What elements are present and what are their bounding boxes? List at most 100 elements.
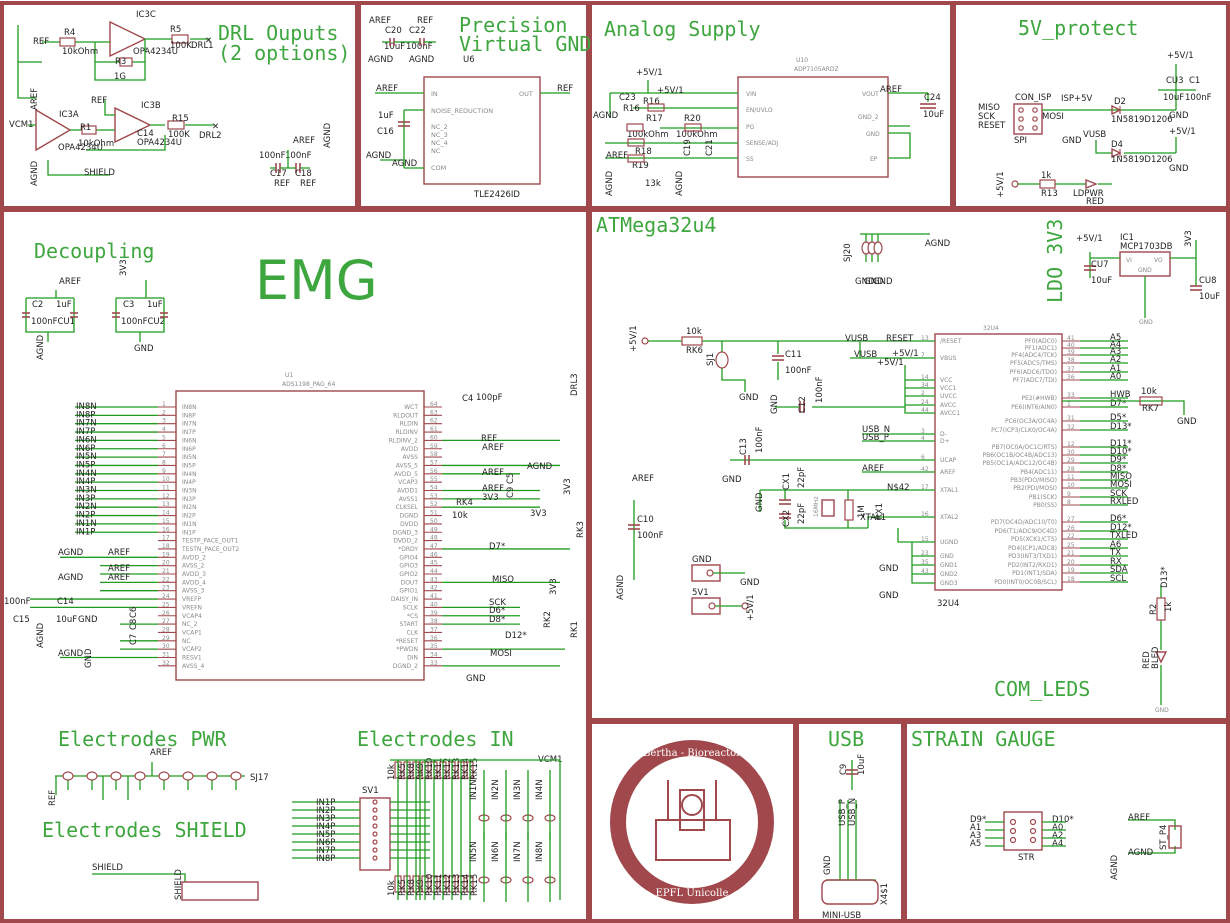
svg-text:AREF: AREF [369,16,391,26]
svg-text:PG: PG [746,124,755,131]
mcu-pin-number: 37 [1067,366,1075,373]
ads-pins: IN8N1IN8P2IN7N3IN7P4IN6N5IN6P6IN5N7IN5P8… [30,401,570,670]
svg-text:RESET: RESET [886,334,914,344]
svg-text:GND: GND [855,277,875,287]
sv1-pin [372,831,378,837]
mcu-net-label: A3 [1110,347,1121,357]
svg-text:D9*: D9* [970,815,986,825]
elec-rk-value: 10k [387,880,397,896]
mcu-pin-label: UVCC [940,393,957,400]
ads-pin-label: AVSS [403,454,419,461]
svg-text:RESET: RESET [978,121,1006,131]
mcu-net-label: TX [1109,548,1121,558]
svg-text:IC3C: IC3C [136,10,156,20]
ads-pin-label: NC_2 [182,621,198,628]
svg-text:RK3: RK3 [576,521,586,538]
elec-rk-label: RK14 [461,874,471,896]
mcu-pin-label: PB7(OC0A/OC1C/RTS) [992,444,1057,451]
svg-text:AREF: AREF [880,85,902,95]
mcu-pin-number: 12 [1067,441,1075,448]
mcu-pin-number: 16 [921,511,929,518]
svg-text:RK6: RK6 [686,346,703,356]
ads-pin-label: AVSS_4 [182,663,204,670]
ads-pin-label: AVDD_2 [182,554,206,561]
mcu-pin-label: PD2(INT2/RXD1) [1008,562,1057,569]
ads-pin-number: 19 [162,551,170,558]
mcu-pin-number: 26 [1067,525,1075,532]
svg-text:SENSE/ADJ: SENSE/ADJ [746,140,778,147]
svg-text:NC_2: NC_2 [431,123,448,131]
svg-text:AREF: AREF [30,88,40,110]
mcu-pin-number: 27 [1067,516,1075,523]
mcu-pin-number: 10 [1067,482,1075,489]
svg-text:R18: R18 [635,147,652,157]
mcu-net-label: A4 [1110,340,1121,350]
elec-rk-value: 10k [387,764,397,780]
ads-net-label: IN8N [76,402,97,412]
mcu-net-label: SCK [1110,489,1127,499]
mcu-pin-number: 39 [1067,349,1075,356]
elec-n-label: IN1N [469,779,479,800]
svg-text:SCK: SCK [489,598,506,608]
svg-text:1k: 1k [1041,171,1051,181]
title-usb: USB [828,727,864,751]
svg-text:A2: A2 [1052,831,1063,841]
svg-text:RED: RED [1086,197,1104,207]
svg-text:100nF: 100nF [755,426,765,453]
sv1-pin [372,839,378,845]
ads-pin-number: 29 [162,635,170,642]
svg-text:BLED: BLED [1151,646,1161,669]
svg-text:10uF: 10uF [1199,292,1220,302]
svg-text:3V3: 3V3 [1184,230,1194,247]
svg-text:U6: U6 [463,55,475,65]
ads-pin-number: 63 [430,409,438,416]
ads-pin-label: VCAP4 [182,613,202,620]
svg-text:RK7: RK7 [1142,404,1159,414]
svg-text:R16: R16 [643,97,660,107]
title-com-leds: COM_LEDS [994,677,1090,701]
mcu-pin-label: PB4(ADC11) [1020,469,1057,476]
svg-text:AGND: AGND [527,462,553,472]
mcu-pin-label: PD4(ICP1/ADC8) [1008,545,1057,552]
logo-top-text: Bertha - Bioreactor [643,748,741,759]
leds-section: D13* R2 1k RED BLED GND [1142,566,1174,714]
svg-text:A1: A1 [970,823,981,833]
svg-text:3V3: 3V3 [549,578,559,595]
svg-text:RX1: RX1 [875,503,885,520]
svg-text:D6*: D6* [489,606,505,616]
svg-text:TLE2426ID: TLE2426ID [473,190,520,200]
svg-text:AGND: AGND [368,55,394,65]
svg-text:AGND: AGND [36,334,46,360]
ads-pin-number: 60 [430,434,438,441]
ads-net-label: IN4N [76,469,97,479]
ads-pin-number: 14 [162,510,170,517]
svg-text:✕: ✕ [212,122,219,132]
ads-pin-label: VREFN [182,604,202,611]
usb-section: C9 10uF USB_P USB_N GND X4$1 MINI-USB [821,754,890,921]
ads-pin-label: IN4P [182,479,196,486]
mcu-pin-label: PF0(ADC0) [1025,338,1057,345]
svg-text:A0: A0 [1052,823,1063,833]
svg-text:DRL1: DRL1 [191,41,214,51]
mcu-pin-label: PB3(PDO/MISO) [1010,477,1057,484]
svg-text:MOSI: MOSI [490,649,512,659]
sv1-pin [372,847,378,853]
electrodes-pwr-section: AREF REF SJ17 [48,748,269,806]
elec-rk-label: RK13 [452,758,462,780]
svg-text:C11: C11 [785,350,802,360]
svg-text:GND: GND [879,564,899,574]
mcu-pin-number: 34 [921,382,929,389]
ads-net-label: IN3N [76,486,97,496]
mcu-pin-number: 22 [1067,533,1075,540]
chip-tle2426 [423,76,541,185]
resistor-r15 [167,120,185,130]
mcu-pin-label: PB0(SS) [1033,502,1057,509]
electrodes-shield-section: SHIELD SHIELD [92,863,259,901]
mcu-pin-label: XTAL1 [940,487,959,494]
svg-text:D13*: D13* [1160,566,1170,588]
strain-section: STR D9* A1 A3 A5 D10* A0 A2 A4 AREF AGND… [970,811,1182,880]
ldo-section: IC1 MCP1703DB VI VO GND +5V/1 3V3 CU7 10… [1076,230,1220,326]
svg-text:100nFCU1: 100nFCU1 [31,317,75,327]
mcu-net-label: D13* [1110,422,1132,432]
ads-pin-number: 53 [430,493,438,500]
